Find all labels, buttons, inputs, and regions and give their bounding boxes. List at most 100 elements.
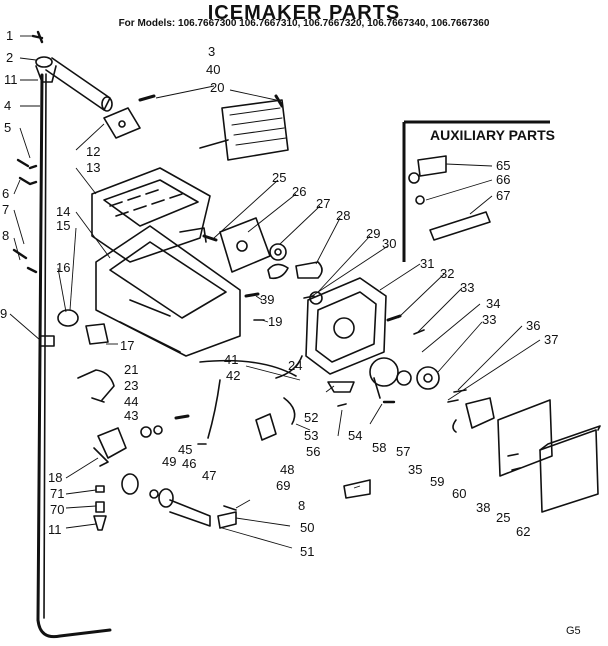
aux-tube-67	[429, 211, 491, 241]
part-number-label: 36	[526, 318, 540, 333]
gear-35	[416, 366, 440, 390]
bracket-12	[103, 107, 141, 139]
part-number-label: 62	[516, 524, 530, 539]
clamp-50	[217, 511, 237, 529]
inlet-tube	[169, 499, 211, 527]
washer-46	[149, 489, 159, 499]
grommet-43	[153, 425, 163, 435]
screw-23	[174, 414, 190, 420]
module-opening	[333, 317, 355, 339]
part-number-label: 49	[162, 454, 176, 469]
gear-27	[269, 243, 287, 261]
motor-shaft	[373, 377, 381, 399]
gear-27-hub	[274, 248, 282, 256]
fitting-top	[35, 56, 53, 68]
housing-14	[95, 225, 241, 357]
part-number-label: 51	[300, 544, 314, 559]
part-48	[255, 413, 277, 441]
part-number-label: 53	[304, 428, 318, 443]
part-number-label: 67	[496, 188, 510, 203]
fitting-71	[95, 485, 105, 493]
shield-40	[221, 99, 289, 161]
screw-20	[138, 94, 156, 102]
part-number-label: 1	[6, 28, 13, 43]
part-number-label: 11	[4, 72, 18, 87]
part-number-label: 57	[396, 444, 410, 459]
part-number-label: 4	[4, 98, 11, 113]
part-number-label: 18	[48, 470, 62, 485]
mold-cavities	[109, 189, 183, 217]
part-number-label: 24	[288, 358, 302, 373]
part-number-label: 34	[486, 296, 500, 311]
part-number-label: 6	[2, 186, 9, 201]
front-cover-62	[539, 429, 599, 513]
module-housing-31	[305, 277, 387, 375]
screw-6	[18, 176, 38, 186]
part-number-label: 30	[382, 236, 396, 251]
part-number-label: 32	[440, 266, 454, 281]
part-number-label: 43	[124, 408, 138, 423]
part-number-label: 3	[208, 44, 215, 59]
fitting-70	[95, 501, 105, 513]
nut-47	[158, 488, 174, 508]
gear-57	[396, 370, 412, 386]
part-number-label: 39	[260, 292, 274, 307]
angled-tube	[45, 57, 111, 111]
part-number-label: 58	[372, 440, 386, 455]
aux-valve-65	[417, 155, 447, 177]
screw-36	[453, 389, 467, 393]
front-cover-top	[539, 425, 601, 451]
valve-18	[97, 427, 127, 459]
part-number-label: 33	[482, 312, 496, 327]
plate-hole	[236, 240, 248, 252]
part-number-label: 19	[268, 314, 282, 329]
part-69	[343, 479, 371, 499]
part-number-label: 25	[272, 170, 286, 185]
part-number-label: 2	[6, 50, 13, 65]
module-housing-inner	[315, 291, 377, 363]
leader-lines	[9, 35, 541, 549]
part-number-label: 21	[124, 362, 138, 377]
spring-29	[309, 291, 323, 305]
part-number-label: 35	[408, 462, 422, 477]
fitting-body	[35, 65, 57, 83]
wire-21	[77, 369, 115, 401]
part-number-label: 41	[224, 352, 238, 367]
shield-leader	[199, 139, 229, 149]
aux-fitting-65	[408, 172, 420, 184]
part-number-label: 37	[544, 332, 558, 347]
cover-plate	[497, 399, 553, 477]
part-number-label: 13	[86, 160, 100, 175]
angled-tube-end	[101, 96, 113, 112]
part-number-label: 66	[496, 172, 510, 187]
screw-7-8	[12, 248, 38, 274]
motor-54	[369, 357, 399, 387]
part-number-label: 8	[2, 228, 9, 243]
part-number-label: 40	[206, 62, 220, 77]
screw-8-lower	[223, 505, 237, 511]
page-title: ICEMAKER PARTS	[207, 2, 401, 24]
cam-28	[295, 261, 323, 279]
part-number-label: 48	[280, 462, 294, 477]
shield-ribs	[229, 107, 287, 146]
screw-39	[244, 292, 260, 298]
part-number-label: 56	[306, 444, 320, 459]
part-number-label: 44	[124, 394, 138, 409]
ice-mold	[91, 167, 211, 263]
screws-38-25	[507, 453, 521, 471]
part-number-label: 59	[430, 474, 444, 489]
models-line: For Models: 106.7667300 106.7667310, 106…	[118, 18, 490, 29]
lever-52	[327, 381, 355, 393]
harness-53	[283, 397, 296, 425]
harness-drop	[207, 379, 221, 439]
part-number-label: 26	[292, 184, 306, 199]
valve-bracket	[93, 447, 109, 467]
auxiliary-parts-title: AUXILIARY PARTS	[430, 127, 555, 143]
fill-tube	[36, 73, 44, 622]
auxiliary-box	[402, 120, 550, 262]
screw-33	[413, 329, 425, 335]
part-number-label: 71	[50, 486, 64, 501]
part-number-label: 46	[182, 456, 196, 471]
part-number-label: 47	[202, 468, 216, 483]
